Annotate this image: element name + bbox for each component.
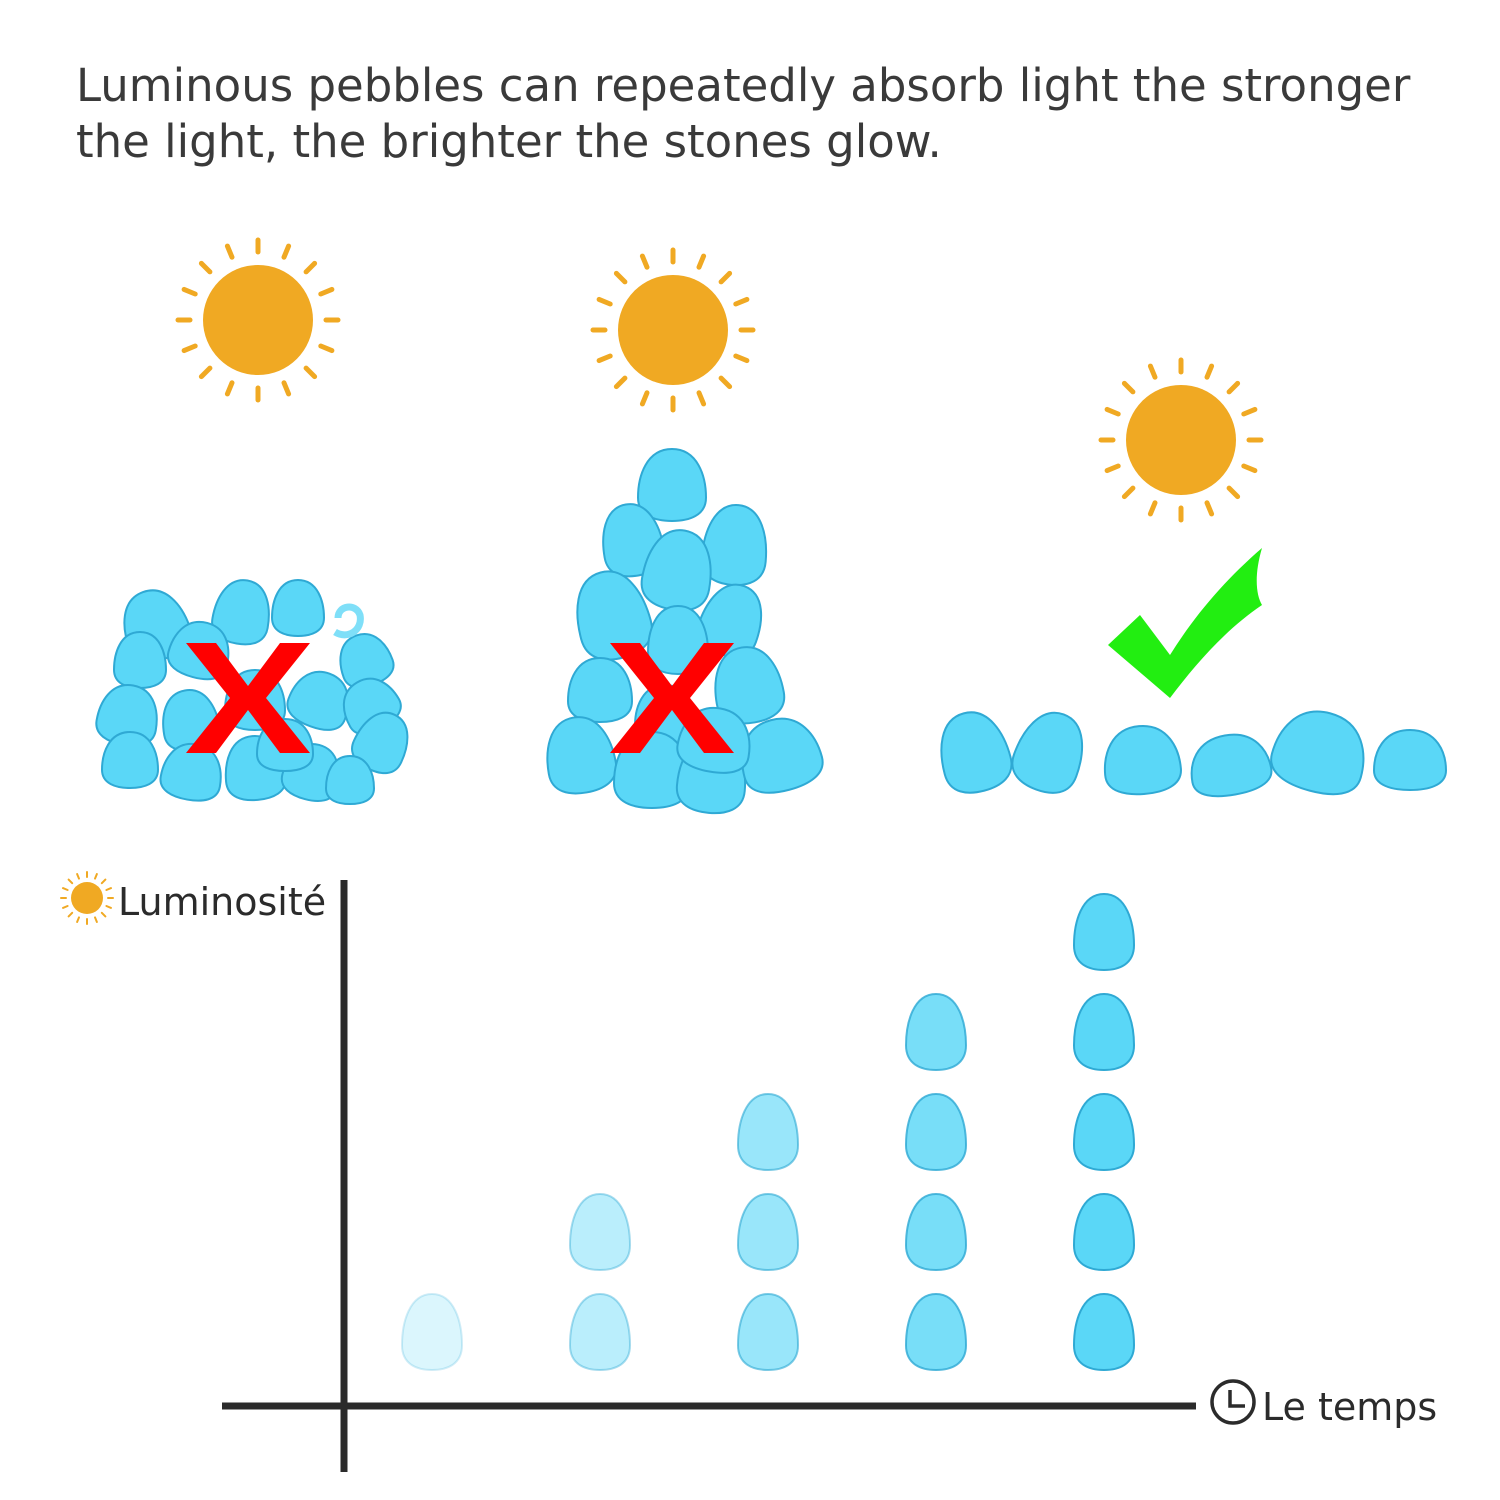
pebble bbox=[1190, 733, 1273, 798]
scene-pile-tall bbox=[546, 247, 824, 815]
pebble bbox=[1072, 1092, 1136, 1172]
pebble bbox=[546, 716, 618, 795]
pebble bbox=[112, 630, 168, 690]
pebble bbox=[714, 646, 786, 725]
graph-columns bbox=[400, 892, 1136, 1372]
pebble bbox=[736, 1292, 800, 1372]
pebble-pile bbox=[546, 447, 824, 815]
pebble bbox=[1270, 710, 1365, 796]
pebble bbox=[736, 1092, 800, 1172]
pebble bbox=[1372, 728, 1448, 792]
sun-icon bbox=[590, 247, 756, 413]
pebble bbox=[566, 656, 634, 724]
pebble bbox=[270, 578, 326, 638]
pebble-row bbox=[940, 710, 1448, 798]
pebble bbox=[1072, 1292, 1136, 1372]
pebble bbox=[1072, 1192, 1136, 1272]
x-axis-label: Le temps bbox=[1262, 1385, 1438, 1429]
pebble-pile bbox=[95, 578, 409, 806]
cross-mark-icon bbox=[610, 643, 734, 753]
pebble bbox=[1011, 711, 1084, 794]
clock-icon bbox=[1210, 1379, 1256, 1425]
scene-single-layer bbox=[940, 357, 1448, 798]
pebble bbox=[211, 579, 270, 646]
pebble bbox=[1072, 992, 1136, 1072]
pebble bbox=[940, 711, 1013, 794]
pebble bbox=[568, 1292, 632, 1372]
pebble bbox=[1103, 725, 1182, 796]
graph-column bbox=[400, 1292, 464, 1372]
sun-icon bbox=[175, 237, 341, 403]
graph-column bbox=[568, 1192, 632, 1372]
sun-icon bbox=[1098, 357, 1264, 523]
headline: Luminous pebbles can repeatedly absorb l… bbox=[76, 59, 1411, 168]
scene-pile-spread bbox=[95, 237, 409, 806]
pebble bbox=[904, 1292, 968, 1372]
pebble bbox=[1072, 892, 1136, 972]
pebble bbox=[568, 1192, 632, 1272]
pebble bbox=[100, 730, 160, 790]
luminosity-graph bbox=[60, 871, 1256, 1472]
sun-icon bbox=[60, 871, 114, 925]
pebble bbox=[400, 1292, 464, 1372]
graph-column bbox=[904, 992, 968, 1372]
y-axis-label: Luminosité bbox=[118, 880, 327, 924]
pebble bbox=[159, 743, 222, 802]
pebble bbox=[646, 604, 710, 676]
check-mark-icon bbox=[1108, 548, 1262, 698]
pebble bbox=[904, 1192, 968, 1272]
pebble bbox=[904, 1092, 968, 1172]
hook-icon bbox=[333, 603, 364, 639]
pebble bbox=[636, 447, 708, 523]
pebble bbox=[736, 1192, 800, 1272]
graph-column bbox=[1072, 892, 1136, 1372]
pebble bbox=[324, 754, 376, 806]
cross-mark-icon bbox=[186, 643, 310, 753]
pebble bbox=[904, 992, 968, 1072]
graph-column bbox=[736, 1092, 800, 1372]
